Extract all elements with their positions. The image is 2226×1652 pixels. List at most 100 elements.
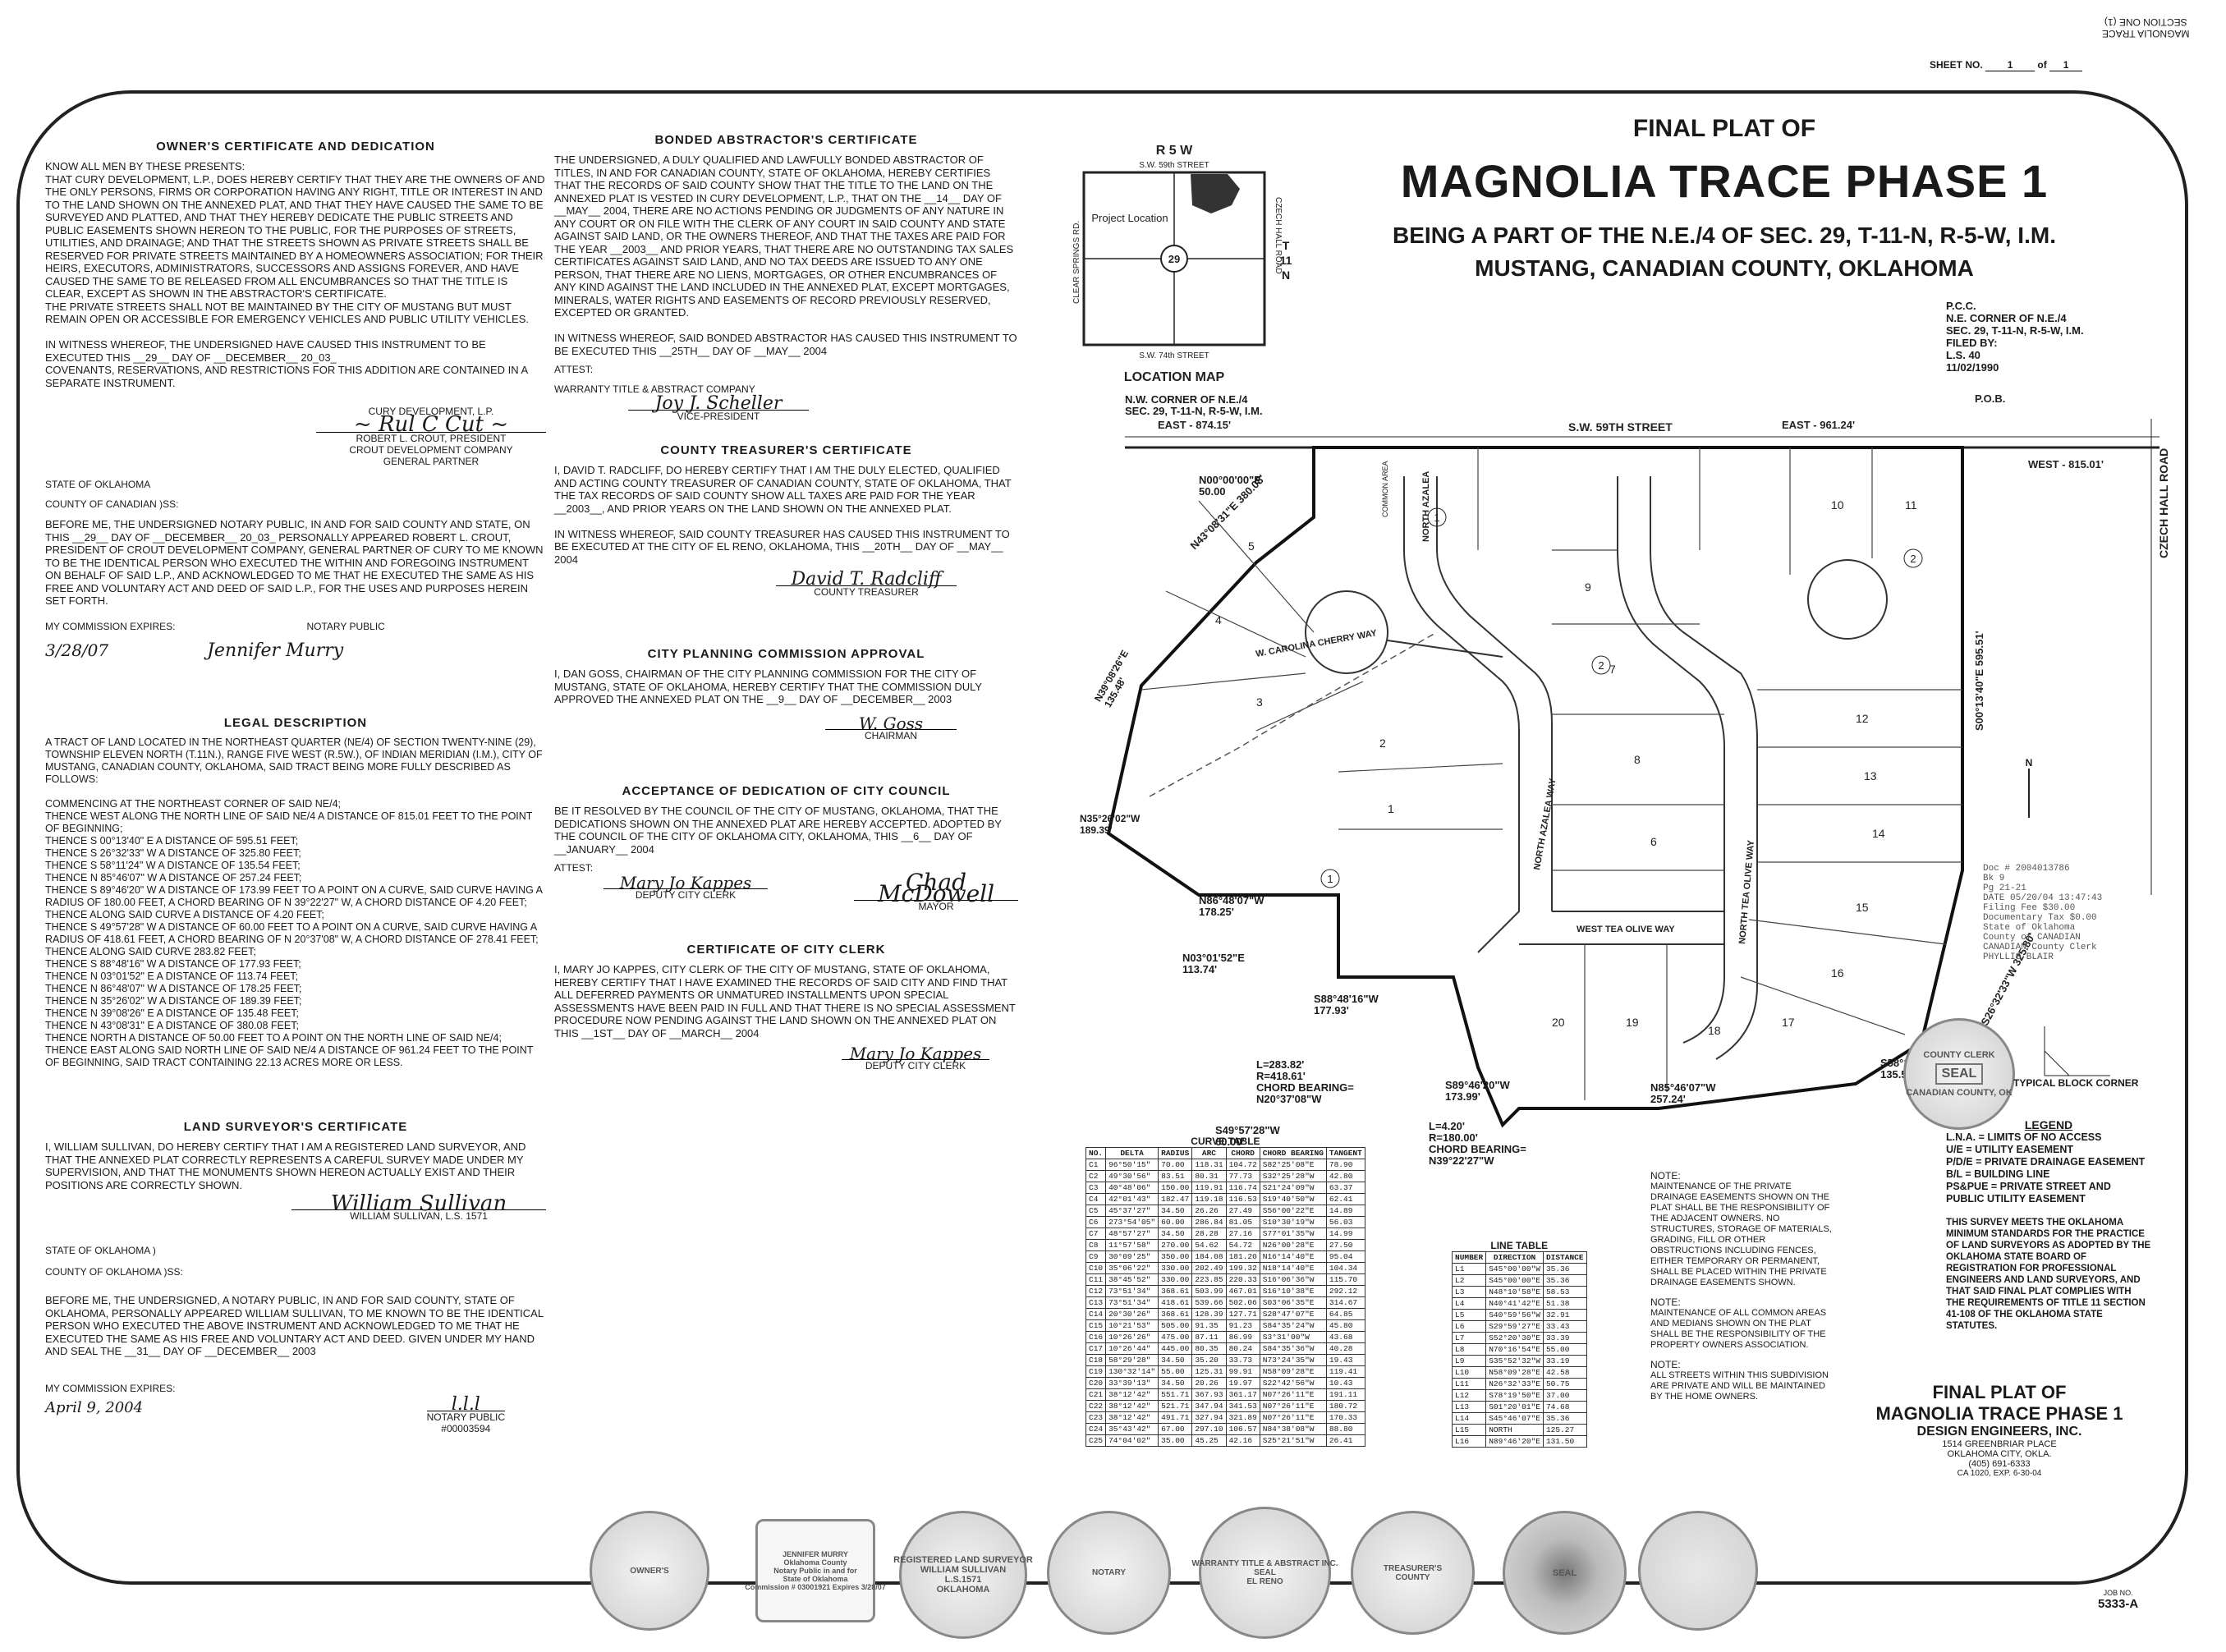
- surveyor-text: I, WILLIAM SULLIVAN, DO HEREBY CERTIFY T…: [45, 1140, 529, 1191]
- curve-table-cell: 367.93: [1191, 1388, 1227, 1401]
- line-table-header-cell: NUMBER: [1451, 1251, 1487, 1264]
- curve-table-cell: 42.16: [1225, 1434, 1260, 1447]
- n00-label: N00°00'00"E 50.00: [1199, 474, 1261, 498]
- curve-table-cell: 11°57'58": [1105, 1239, 1159, 1251]
- line-table-cell: 33.39: [1542, 1332, 1587, 1344]
- surveyor-notary-text: BEFORE ME, THE UNDERSIGNED, A NOTARY PUB…: [45, 1294, 547, 1357]
- clerk-signature: Mary Jo Kappes: [849, 1044, 982, 1063]
- line-table-cell: 37.00: [1542, 1389, 1587, 1402]
- location-caption: LOCATION MAP: [1124, 370, 1225, 384]
- owner-commission-values: 3/28/07 Jennifer Murry: [45, 640, 546, 661]
- lot-number: 11: [1905, 498, 1917, 512]
- curve-table-cell: 34.50: [1158, 1205, 1193, 1217]
- owner-commission: MY COMMISSION EXPIRES: NOTARY PUBLIC: [45, 621, 546, 632]
- curve-table-cell: 64.85: [1325, 1308, 1365, 1320]
- curve-table-cell: 78.90: [1325, 1159, 1365, 1171]
- curve-table-cell: 27.16: [1225, 1228, 1260, 1240]
- line-table-cell: L2: [1451, 1274, 1487, 1287]
- curve-table-cell: 539.66: [1191, 1296, 1227, 1309]
- curve-table-cell: 83.51: [1158, 1170, 1193, 1182]
- surveyor-commission-row: April 9, 2004 l.l.l NOTARY PUBLIC #00003…: [45, 1395, 505, 1434]
- surveyor-commission-label: MY COMMISSION EXPIRES:: [45, 1382, 176, 1394]
- title-line1: BEING A PART OF THE N.E./4 OF SEC. 29, T…: [1393, 223, 2056, 248]
- curve-table-cell: 91.35: [1191, 1319, 1227, 1332]
- curve-table-cell: 34.50: [1158, 1228, 1193, 1240]
- abstractor-signature-block: Joy J. Scheller VICE-PRESIDENT: [628, 395, 809, 422]
- curve-table-cell: 62.41: [1325, 1193, 1365, 1205]
- curve-table-cell: 368.61: [1158, 1285, 1193, 1297]
- curve-table-cell: 48°57'27": [1105, 1228, 1159, 1240]
- curve-table-cell: 54.72: [1225, 1239, 1260, 1251]
- legend-item: B/L = BUILDING LINE: [1946, 1168, 2050, 1180]
- top-street-label: S.W. 59th STREET: [1139, 161, 1209, 170]
- ne-corner-label: P.C.C. N.E. CORNER OF N.E./4 SEC. 29, T-…: [1946, 300, 2084, 374]
- n85-label: N85°46'07"W 257.24': [1650, 1081, 1716, 1105]
- treasurer-certificate: COUNTY TREASURER'S CERTIFICATE I, David …: [554, 443, 1018, 598]
- curve-table-cell: 418.61: [1158, 1296, 1193, 1309]
- job-label: JOB NO.: [2103, 1589, 2133, 1597]
- project-label: Project Location: [1091, 212, 1168, 224]
- curve-table-cell: S16°06'36"W: [1259, 1273, 1327, 1286]
- curve-table-cell: S28°47'07"E: [1259, 1308, 1327, 1320]
- curve-table-cell: 35.00: [1158, 1434, 1193, 1447]
- title-block-main: FINAL PLAT OF MAGNOLIA TRACE PHASE 1 BEI…: [1314, 115, 2135, 282]
- county-seal-middle: SEAL: [1935, 1063, 1984, 1085]
- abstractor-title: BONDED ABSTRACTOR'S CERTIFICATE: [654, 133, 918, 147]
- lot-line: [1748, 919, 1947, 945]
- title-name: MAGNOLIA TRACE PHASE 1: [1400, 155, 2049, 207]
- clerk-signer: Deputy CITY CLERK: [842, 1059, 989, 1072]
- curve-table-cell: 33°39'13": [1105, 1377, 1159, 1389]
- curve-table-cell: 20.26: [1191, 1377, 1227, 1389]
- block-corner-svg: [2044, 1026, 2110, 1076]
- owner-title: OWNER'S CERTIFICATE AND DEDICATION: [156, 140, 435, 154]
- left-road-label: CLEAR SPRINGS RD.: [1072, 221, 1081, 304]
- line-table-cell: N40°41'42"E: [1485, 1297, 1544, 1310]
- legend-item: L.N.A. = LIMITS OF NO ACCESS: [1946, 1131, 2102, 1143]
- curve-table-cell: 119.41: [1325, 1365, 1365, 1378]
- planning-title: CITY PLANNING COMMISSION APPROVAL: [647, 647, 925, 661]
- title-block-address2: OKLAHOMA CITY, OKLA.: [1947, 1449, 2052, 1459]
- curve-table-cell: 28.28: [1191, 1228, 1227, 1240]
- curve-table-cell: 63.37: [1325, 1182, 1365, 1194]
- west-815-label: WEST - 815.01': [2028, 458, 2104, 470]
- curve-table-cell: C19: [1085, 1365, 1107, 1378]
- range-label: R 5 W: [1156, 144, 1193, 158]
- curve-table-cell: 368.61: [1158, 1308, 1193, 1320]
- owner-signer3: GENERAL PARTNER: [383, 456, 480, 467]
- street-west-tea-olive: WEST TEA OLIVE WAY: [1577, 925, 1675, 934]
- curve-table-cell: 350.00: [1158, 1250, 1193, 1263]
- pob-label: P.O.B.: [1975, 392, 2005, 405]
- curve-table-cell: 45.25: [1191, 1434, 1227, 1447]
- surveyor-seal: REGISTERED LAND SURVEYOR WILLIAM SULLIVA…: [893, 1511, 1033, 1639]
- lot-number: 20: [1552, 1016, 1565, 1029]
- line-table-cell: L14: [1451, 1412, 1487, 1425]
- line-table-cell: S78°19'50"E: [1485, 1389, 1544, 1402]
- council-title: ACCEPTANCE OF DEDICATION OF CITY COUNCIL: [622, 784, 951, 798]
- curve-table-cell: 170.33: [1325, 1411, 1365, 1424]
- blank-seal: [1638, 1511, 1758, 1631]
- lot-numbers: 5 4 3 2 1 9 7 8 6 12 13 14 15 16 19 20 1…: [1215, 498, 1917, 1037]
- curve-table-cell: S82°25'08"E: [1259, 1159, 1327, 1171]
- lot-number: 13: [1864, 769, 1877, 782]
- section-circle: [1160, 245, 1188, 273]
- s89-label: S89°46'20"W 173.99': [1445, 1079, 1510, 1103]
- line-table-cell: N58°09'28"E: [1485, 1366, 1544, 1379]
- line-table-cell: S45°00'00"W: [1485, 1263, 1544, 1275]
- block-circle: [1320, 869, 1340, 888]
- note1-text: MAINTENANCE OF THE PRIVATE DRAINAGE EASE…: [1650, 1182, 1832, 1287]
- curve-table-cell: 10°26'26": [1105, 1331, 1159, 1343]
- surveyor-signer: WILLIAM SULLIVAN, L.S. 1571: [291, 1209, 546, 1222]
- council-signatures: Mary Jo Kappes Deputy CITY CLERK Chad Mc…: [554, 871, 1018, 912]
- sheet-no: 1: [1985, 59, 2036, 71]
- job-number: JOB NO. 5333-A: [2098, 1589, 2138, 1611]
- clerk-certificate: CERTIFICATE OF CITY CLERK I, Mary Jo Kap…: [554, 943, 1018, 1072]
- surveyor-signature: William Sullivan: [330, 1191, 507, 1216]
- curve-table-cell: 43.68: [1325, 1331, 1365, 1343]
